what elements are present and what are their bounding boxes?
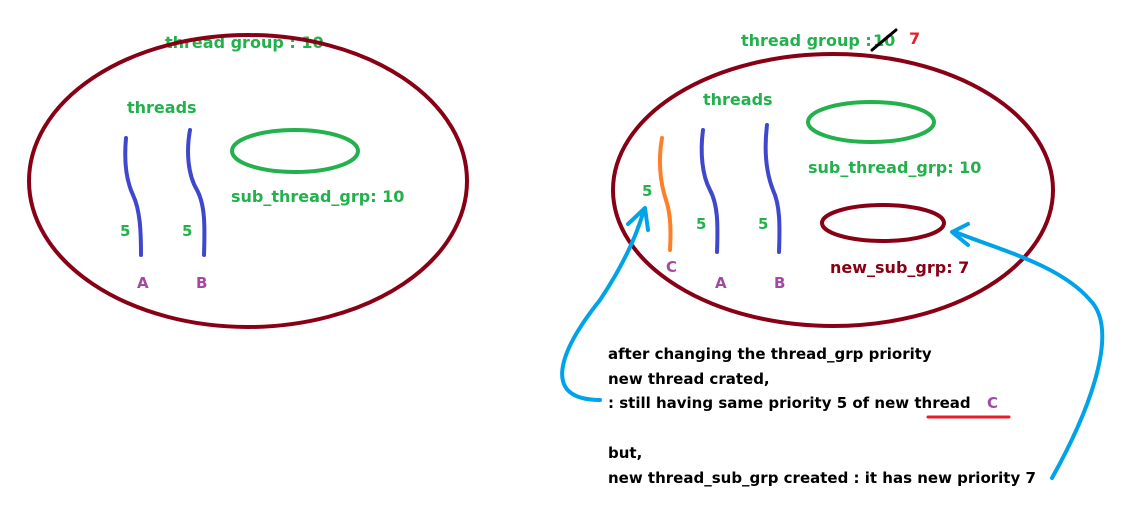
- left-threads-label: threads: [127, 98, 197, 117]
- left-thread-a-priority: 5: [120, 222, 130, 240]
- right-thread-a-name: A: [715, 274, 727, 292]
- note-line-5: new thread_sub_grp created : it has new …: [608, 469, 1036, 487]
- right-thread-group-label: thread group :: [741, 31, 872, 50]
- new-sub-group-label: new_sub_grp: 7: [830, 258, 969, 277]
- arrow-to-thread-c: [560, 211, 645, 402]
- right-new-group-value: 7: [909, 29, 920, 48]
- left-thread-b-priority: 5: [182, 222, 192, 240]
- note-thread-c-letter: C: [987, 394, 998, 412]
- note-line-2: new thread crated,: [608, 370, 770, 388]
- right-sub-thread-group-label: sub_thread_grp: 10: [808, 158, 981, 177]
- note-line-4: but,: [608, 444, 642, 462]
- right-thread-b-line: [763, 123, 782, 254]
- left-sub-thread-group-label: sub_thread_grp: 10: [231, 187, 404, 206]
- note-line-3: : still having same priority 5 of new th…: [608, 394, 971, 412]
- strike-through-mark: [870, 28, 898, 52]
- note-line-3-prefix: : still having same priority 5 of new: [608, 394, 914, 412]
- right-thread-group-ellipse: [611, 52, 1055, 328]
- left-thread-b-name: B: [196, 274, 207, 292]
- right-thread-b-priority: 5: [758, 215, 768, 233]
- left-thread-b-line: [186, 128, 207, 257]
- arrow-head-new-sub-group: [950, 222, 970, 247]
- left-thread-a-name: A: [137, 274, 149, 292]
- left-sub-thread-group-ellipse: [230, 128, 360, 174]
- new-sub-group-ellipse: [820, 203, 946, 243]
- left-thread-group-ellipse: [27, 33, 469, 329]
- arrow-head-thread-c: [626, 206, 650, 232]
- right-thread-a-priority: 5: [696, 215, 706, 233]
- note-line-1: after changing the thread_grp priority: [608, 345, 932, 363]
- right-sub-thread-group-ellipse: [806, 100, 936, 144]
- right-thread-c-name: C: [666, 258, 677, 276]
- right-thread-b-name: B: [774, 274, 785, 292]
- left-thread-a-line: [123, 136, 143, 257]
- right-thread-a-line: [699, 128, 720, 254]
- arrow-to-new-sub-group: [953, 230, 1105, 480]
- note-line-3-word: thread: [914, 394, 970, 412]
- right-threads-label: threads: [703, 90, 773, 109]
- right-thread-c-priority: 5: [642, 182, 652, 200]
- right-thread-c-line: [657, 136, 673, 252]
